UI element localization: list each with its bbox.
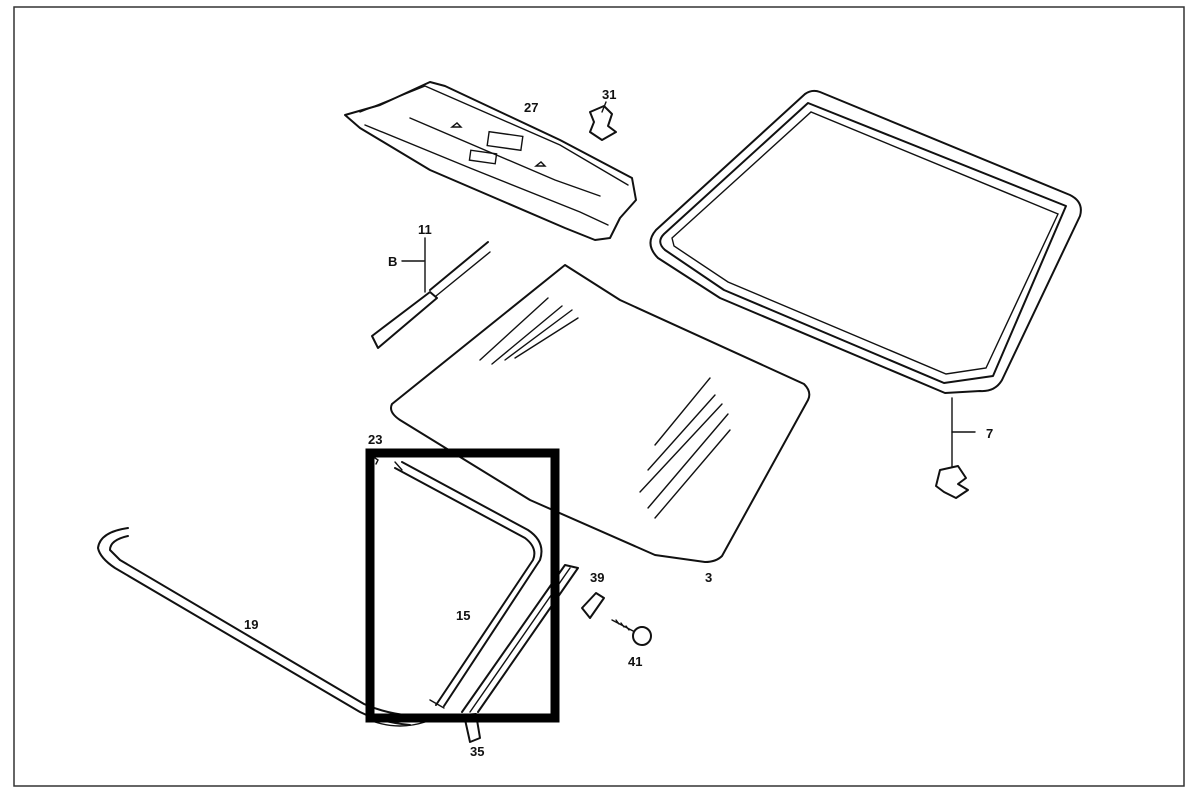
callout-15: 15 — [456, 608, 470, 623]
part-7-seal — [649, 89, 1082, 499]
callout-7: 7 — [986, 426, 993, 441]
part-11-strip — [371, 237, 491, 349]
callout-41: 41 — [628, 654, 642, 669]
part-27-panel — [344, 81, 637, 241]
highlight-box — [365, 448, 560, 723]
part-41-screw — [611, 619, 652, 646]
callout-27: 27 — [524, 100, 538, 115]
part-19-molding — [97, 527, 426, 727]
callout-19: 19 — [244, 617, 258, 632]
part-39-clip — [581, 592, 605, 619]
callout-23: 23 — [368, 432, 382, 447]
part-15-trim — [394, 461, 543, 709]
callout-11: 11 — [418, 222, 432, 237]
part-31-clip — [589, 101, 617, 141]
callout-3: 3 — [705, 570, 712, 585]
callout-35: 35 — [470, 744, 484, 759]
diagram-frame — [13, 6, 1185, 787]
part-3-glass — [390, 264, 811, 563]
callout-11-aux: B — [388, 254, 397, 269]
callout-31: 31 — [602, 87, 616, 102]
callout-39: 39 — [590, 570, 604, 585]
